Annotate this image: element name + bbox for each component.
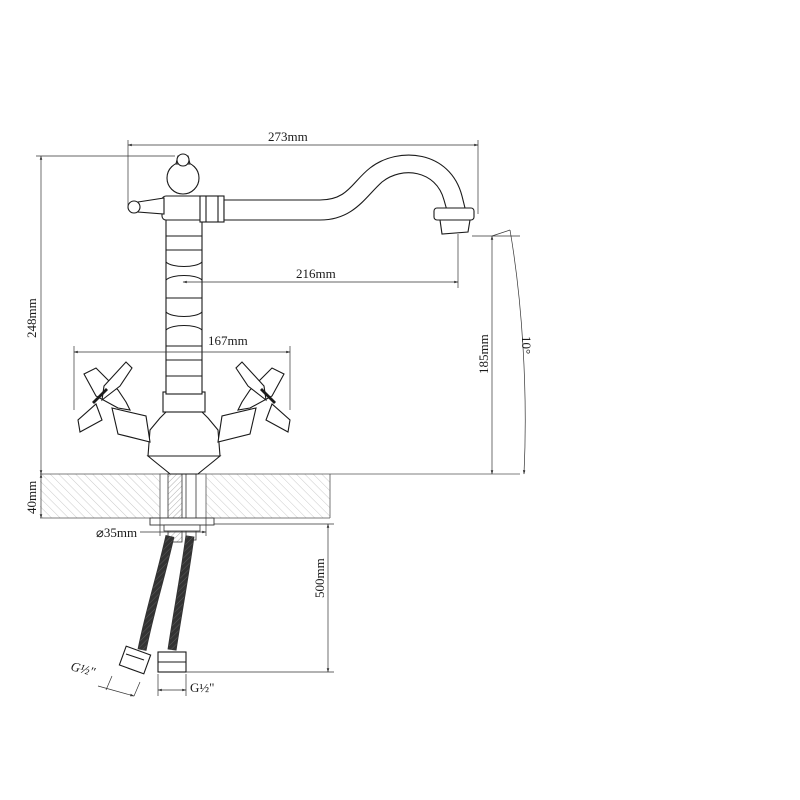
dim-counter-thickness: 40mm: [24, 481, 39, 514]
dim-handle-span: 167mm: [208, 333, 248, 348]
left-handle: [77, 361, 151, 443]
dim-hole-diameter: ⌀35mm: [96, 525, 137, 540]
dim-total-height: 248mm: [24, 298, 39, 338]
countertop-section: [40, 473, 520, 543]
dim-outlet-height: 185mm: [476, 334, 491, 374]
dim-hose-length: 500mm: [312, 558, 327, 598]
right-hose-nut: [157, 651, 187, 673]
dimension-lines: [36, 140, 526, 697]
dim-spout-center: 216mm: [296, 266, 336, 281]
faucet-body: [127, 153, 222, 475]
dim-spout-reach: 273mm: [268, 129, 308, 144]
dim-thread-right: G½": [190, 680, 214, 695]
left-hose-nut: [118, 645, 152, 675]
supply-hoses: [118, 535, 195, 675]
right-handle: [217, 361, 291, 443]
dim-swivel-angle: 10°: [519, 336, 534, 354]
spout: [199, 154, 475, 235]
dim-thread-left: G½": [69, 658, 97, 679]
